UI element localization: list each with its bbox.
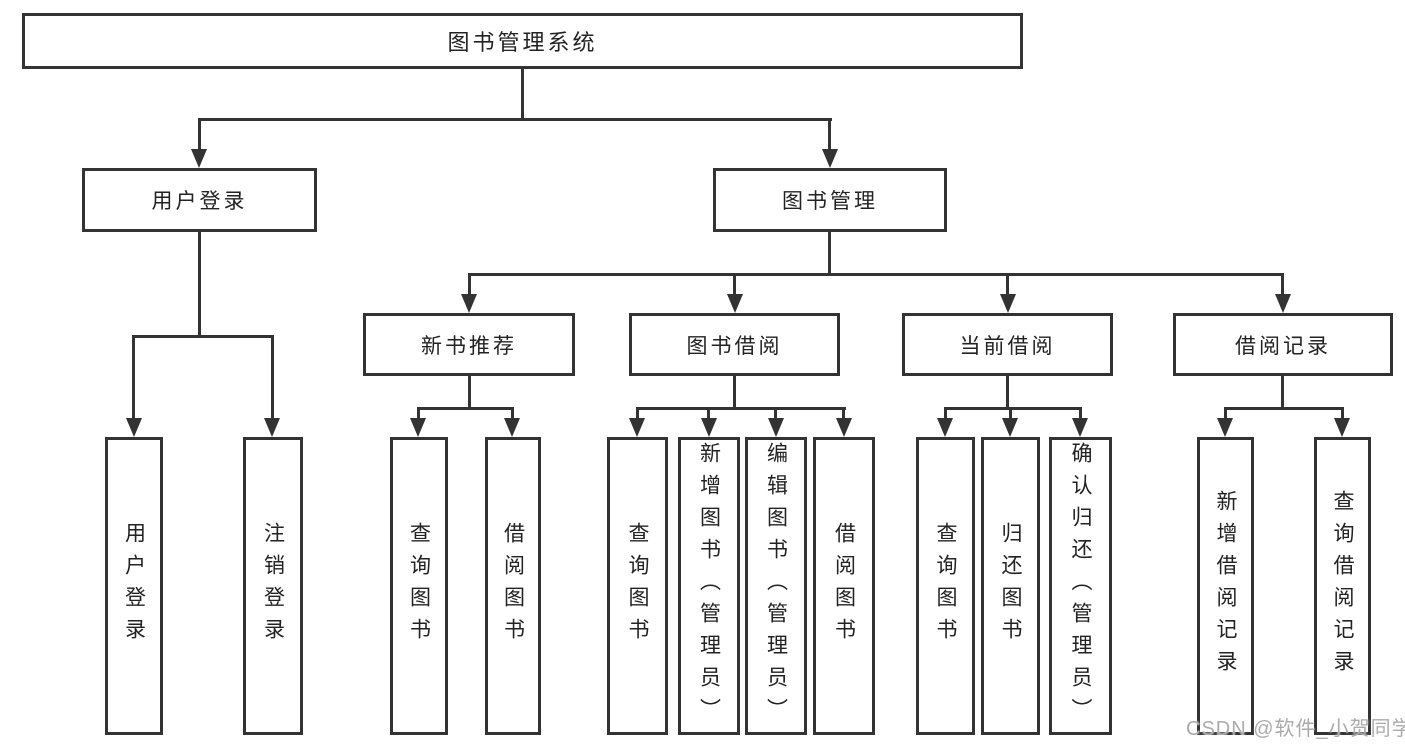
leaf-label: 查询图书 (626, 522, 649, 650)
connector-line (1224, 407, 1227, 420)
arrow-down-icon (768, 418, 784, 437)
connector-line (1341, 407, 1344, 420)
leaf-label: 查询图书 (407, 522, 431, 650)
connector-line (842, 407, 845, 420)
connector-line (1224, 407, 1344, 410)
node-user-login: 用户登录 (82, 168, 317, 232)
connector-line (417, 407, 420, 420)
leaf-edit-book-admin: 编辑图书（管理员） (745, 437, 807, 735)
connector-line (417, 407, 514, 410)
arrow-down-icon (191, 149, 207, 168)
connector-line (733, 273, 736, 296)
leaf-add-borrow-record: 新增借阅记录 (1197, 437, 1254, 735)
connector-line (636, 407, 639, 420)
leaf-label: 查询图书 (934, 522, 957, 650)
connector-line (828, 118, 831, 152)
connector-line (707, 407, 710, 420)
leaf-label: 新增借阅记录 (1214, 490, 1237, 682)
connector-line (1009, 407, 1012, 420)
arrow-down-icon (126, 418, 142, 437)
arrow-down-icon (1000, 294, 1016, 313)
arrow-down-icon (629, 418, 645, 437)
arrow-down-icon (1217, 418, 1233, 437)
node-borrow-records: 借阅记录 (1173, 313, 1393, 376)
leaf-return-books: 归还图书 (981, 437, 1040, 735)
leaf-add-book-admin: 新增图书（管理员） (678, 437, 740, 735)
connector-line (944, 407, 1082, 410)
leaf-query-books-borrow: 查询图书 (607, 437, 668, 735)
leaf-borrow-books-recommend: 借阅图书 (485, 437, 541, 735)
arrow-down-icon (1002, 418, 1018, 437)
arrow-down-icon (836, 418, 852, 437)
leaf-user-login: 用户登录 (105, 437, 163, 735)
leaf-label: 编辑图书（管理员） (764, 442, 788, 730)
connector-line (468, 273, 471, 296)
connector-line (468, 273, 1283, 276)
arrow-down-icon (937, 418, 953, 437)
connector-line (1006, 273, 1009, 296)
connector-line (133, 335, 274, 338)
connector-line (828, 232, 831, 273)
connector-line (1006, 376, 1009, 408)
connector-line (511, 407, 514, 420)
leaf-label: 用户登录 (122, 522, 146, 650)
connector-line (636, 407, 846, 410)
node-book-borrow: 图书借阅 (629, 313, 840, 376)
node-new-book-recommend: 新书推荐 (363, 313, 575, 376)
arrow-down-icon (461, 294, 477, 313)
leaf-label: 查询借阅记录 (1331, 490, 1354, 682)
leaf-query-borrow-record: 查询借阅记录 (1314, 437, 1371, 735)
leaf-label: 借阅图书 (501, 522, 525, 650)
connector-line (1281, 376, 1284, 408)
node-library-system: 图书管理系统 (22, 13, 1023, 69)
connector-line (733, 376, 736, 408)
leaf-label: 确认归还（管理员） (1069, 442, 1092, 730)
connector-line (198, 232, 201, 336)
connector-line (198, 118, 832, 121)
node-current-borrow: 当前借阅 (902, 313, 1113, 376)
arrow-down-icon (1275, 294, 1291, 313)
leaf-query-books-current: 查询图书 (916, 437, 975, 735)
connector-line (774, 407, 777, 420)
connector-line (521, 69, 524, 118)
arrow-down-icon (410, 418, 426, 437)
arrow-down-icon (504, 418, 520, 437)
leaf-borrow-books: 借阅图书 (813, 437, 875, 735)
node-book-management: 图书管理 (713, 168, 947, 232)
leaf-query-books-recommend: 查询图书 (390, 437, 448, 735)
arrow-down-icon (1072, 418, 1088, 437)
arrow-down-icon (1334, 418, 1350, 437)
leaf-label: 注销登录 (261, 522, 285, 650)
connector-line (1281, 273, 1284, 296)
leaf-label: 新增图书（管理员） (697, 442, 721, 730)
connector-line (944, 407, 947, 420)
leaf-logout: 注销登录 (243, 437, 303, 735)
watermark: CSDN @软件_小贺同学 (1186, 718, 1405, 740)
connector-line (468, 376, 471, 408)
leaf-confirm-return-admin: 确认归还（管理员） (1049, 437, 1112, 735)
connector-line (132, 335, 135, 420)
connector-line (1079, 407, 1082, 420)
arrow-down-icon (822, 149, 838, 168)
connector-line (271, 335, 274, 420)
connector-line (198, 118, 201, 152)
arrow-down-icon (264, 418, 280, 437)
arrow-down-icon (701, 418, 717, 437)
leaf-label: 借阅图书 (832, 522, 856, 650)
arrow-down-icon (727, 294, 743, 313)
leaf-label: 归还图书 (999, 522, 1022, 650)
